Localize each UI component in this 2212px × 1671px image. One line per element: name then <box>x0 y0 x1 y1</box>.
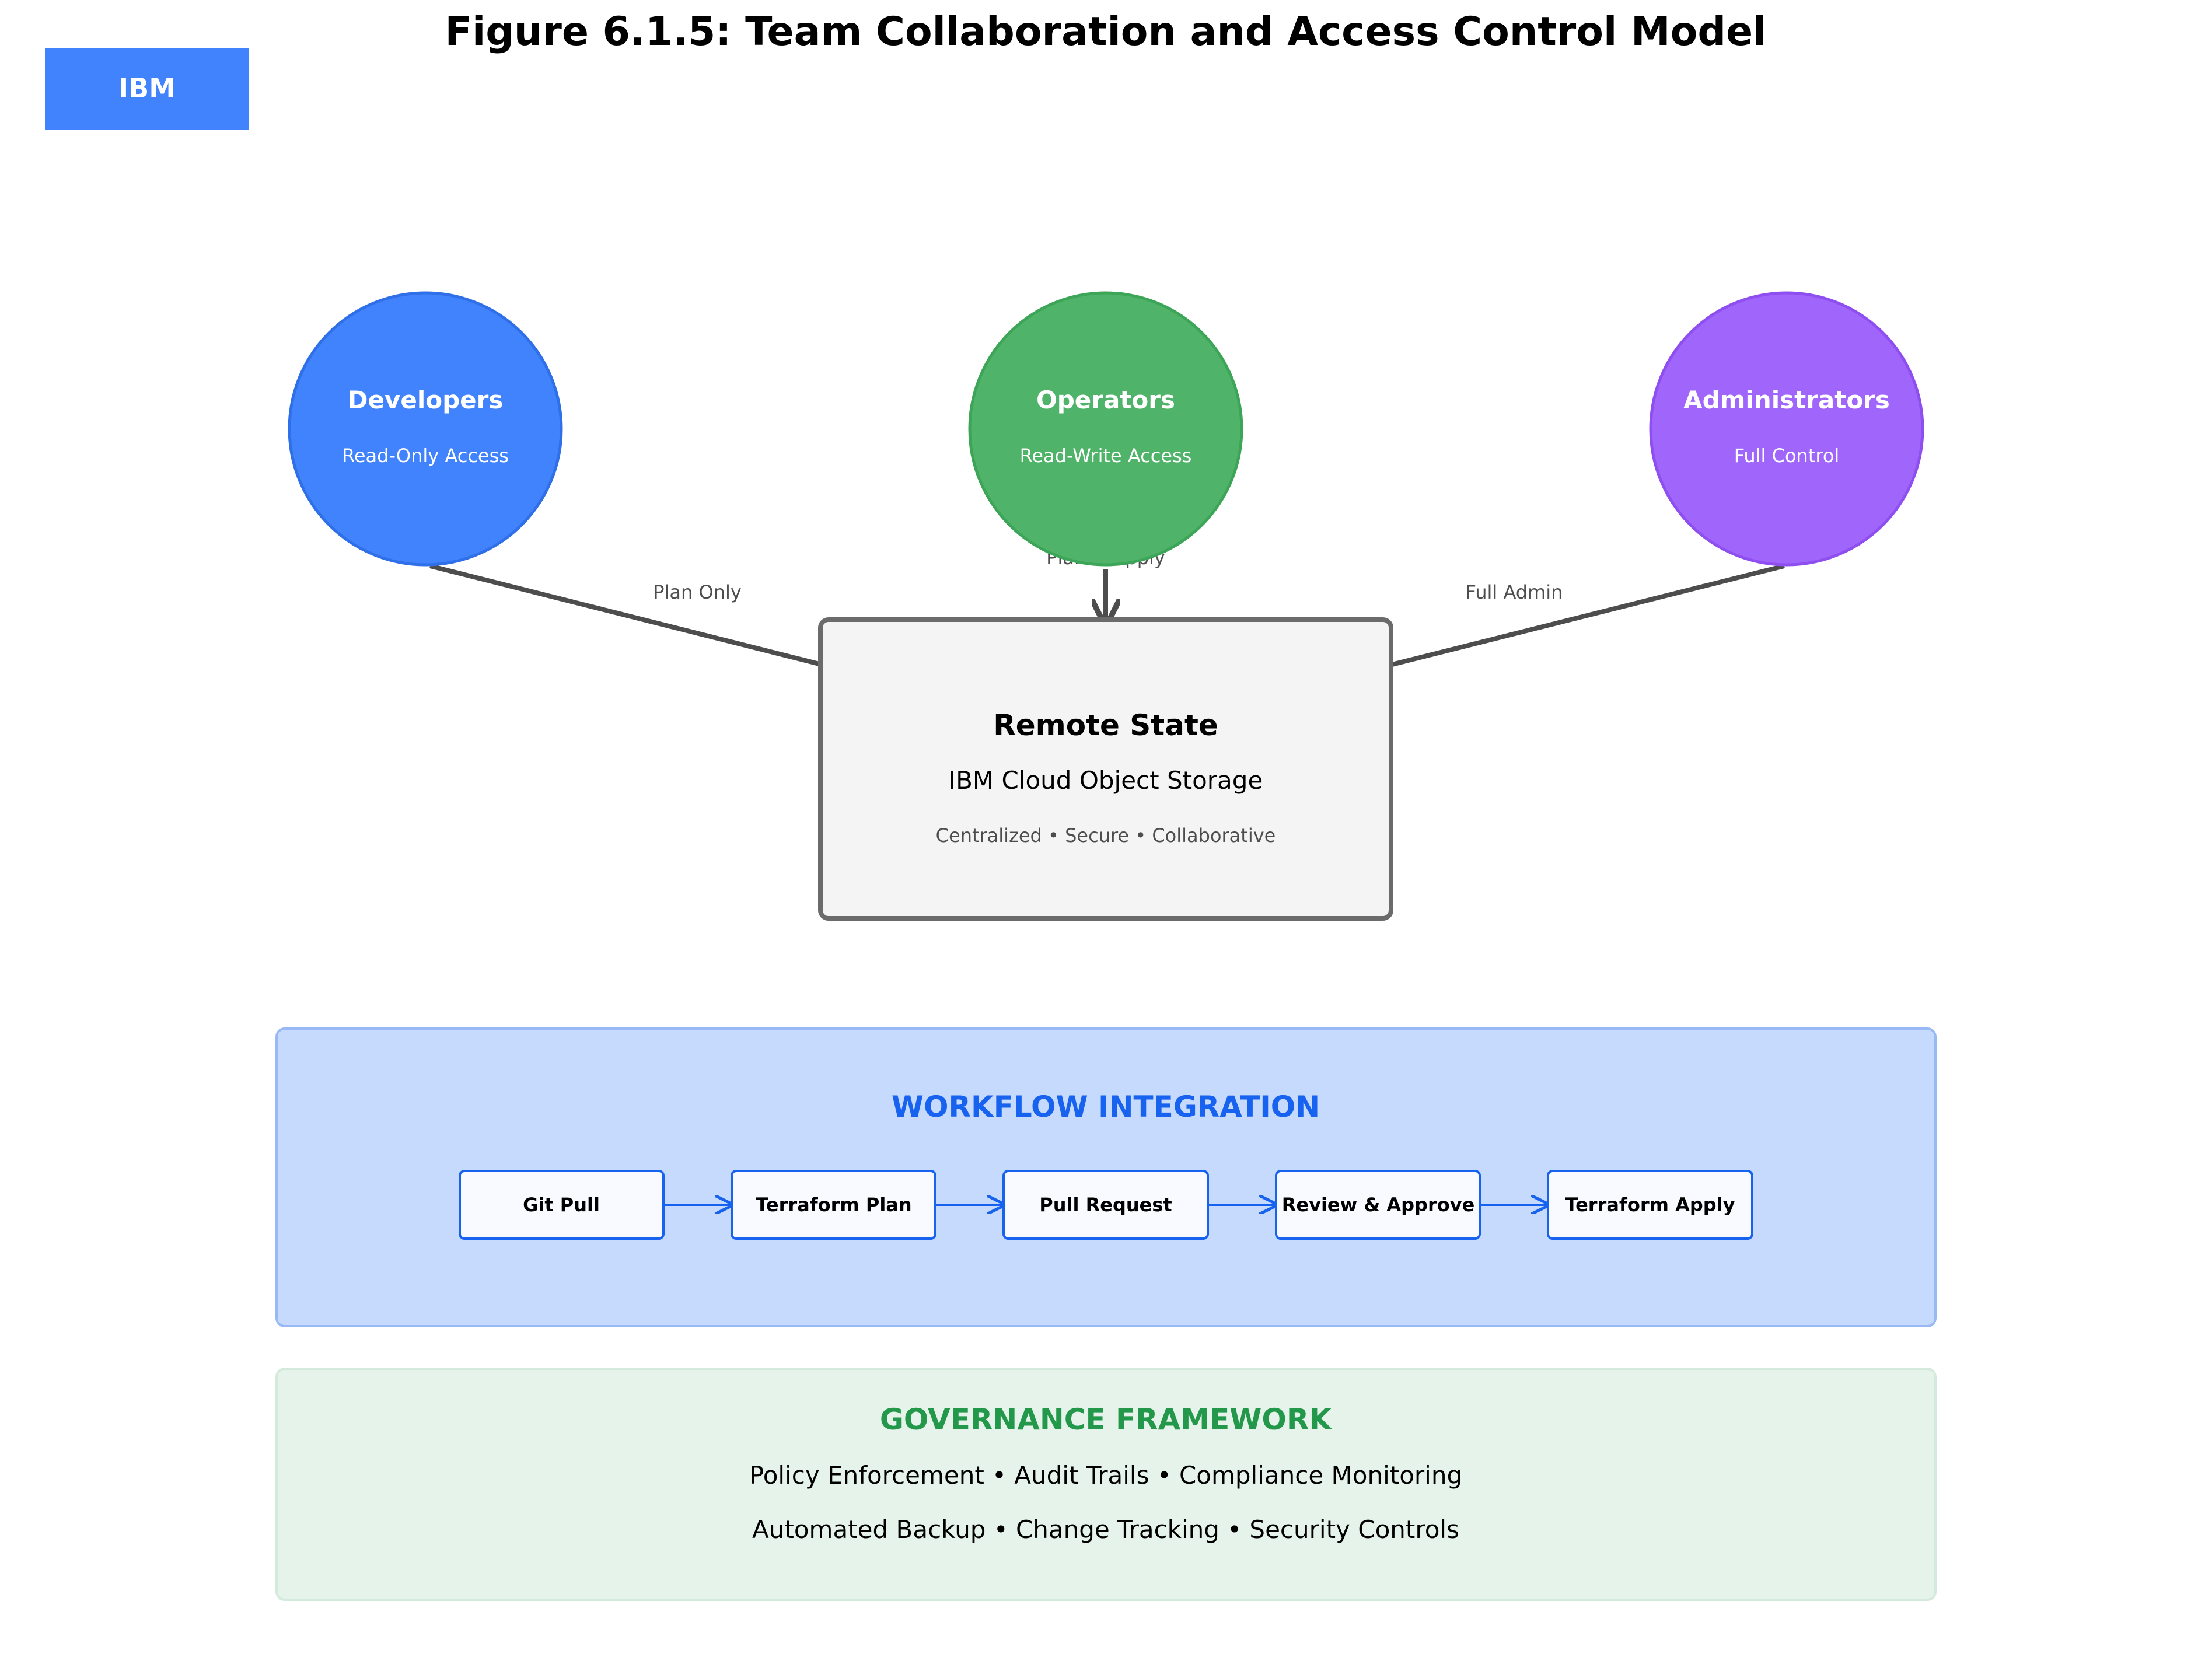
role-circle <box>288 291 563 567</box>
remote-state-title: Remote State <box>993 708 1218 742</box>
remote-state-box: Remote State IBM Cloud Object Storage Ce… <box>818 617 1393 921</box>
role-name: Operators <box>1036 386 1175 414</box>
role-circle <box>1649 291 1924 567</box>
governance-panel: GOVERNANCE FRAMEWORK Policy Enforcement … <box>275 1368 1937 1601</box>
workflow-step-label: Git Pull <box>523 1194 600 1216</box>
role-access: Read-Only Access <box>342 445 509 467</box>
figure-title: Figure 6.1.5: Team Collaboration and Acc… <box>445 9 1767 55</box>
workflow-step-terraform-plan: Terraform Plan <box>731 1170 936 1240</box>
role-circle <box>968 291 1243 567</box>
governance-line-1: Policy Enforcement • Audit Trails • Comp… <box>749 1461 1462 1490</box>
arrow-label-developers: Plan Only <box>653 581 742 603</box>
governance-title: GOVERNANCE FRAMEWORK <box>880 1403 1333 1436</box>
workflow-step-label: Review & Approve <box>1282 1194 1475 1216</box>
role-developers: Developers Read-Only Access <box>288 291 563 567</box>
workflow-step-pull-request: Pull Request <box>1002 1170 1209 1240</box>
governance-line-2: Automated Backup • Change Tracking • Sec… <box>752 1515 1459 1544</box>
role-access: Full Control <box>1734 445 1840 467</box>
workflow-step-label: Pull Request <box>1039 1194 1172 1216</box>
remote-state-subtitle: IBM Cloud Object Storage <box>949 766 1263 795</box>
role-name: Administrators <box>1683 386 1890 414</box>
arrow-label-administrators: Full Admin <box>1466 581 1563 603</box>
ibm-logo: IBM <box>45 48 249 130</box>
workflow-step-terraform-apply: Terraform Apply <box>1547 1170 1753 1240</box>
workflow-step-label: Terraform Plan <box>756 1194 911 1216</box>
role-access: Read-Write Access <box>1020 445 1192 467</box>
role-administrators: Administrators Full Control <box>1649 291 1924 567</box>
role-operators: Operators Read-Write Access <box>968 291 1243 567</box>
logo-text: IBM <box>118 72 176 104</box>
remote-state-tagline: Centralized • Secure • Collaborative <box>936 824 1276 847</box>
workflow-panel: WORKFLOW INTEGRATION Git Pull Terraform … <box>275 1027 1937 1327</box>
workflow-step-git-pull: Git Pull <box>459 1170 665 1240</box>
workflow-step-label: Terraform Apply <box>1565 1194 1735 1216</box>
role-name: Developers <box>348 386 504 414</box>
workflow-title: WORKFLOW INTEGRATION <box>892 1090 1320 1124</box>
workflow-step-review-approve: Review & Approve <box>1275 1170 1481 1240</box>
